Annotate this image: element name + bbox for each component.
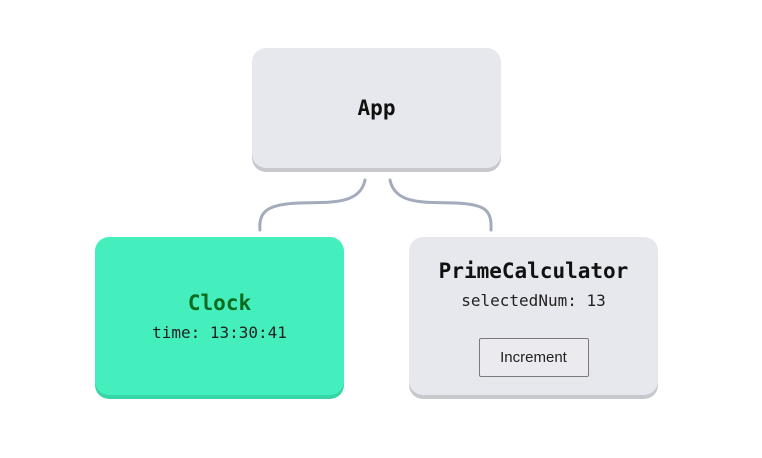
- app-node: App: [252, 48, 501, 168]
- clock-time-value: time: 13:30:41: [152, 322, 287, 342]
- clock-node-title: Clock: [187, 290, 252, 315]
- edge-app-clock: [258, 178, 367, 232]
- prime-calculator-title: PrimeCalculator: [438, 259, 629, 283]
- selected-num-value: selectedNum: 13: [461, 291, 606, 310]
- clock-node: Clock time: 13:30:41: [95, 237, 344, 395]
- increment-button[interactable]: Increment: [478, 338, 589, 377]
- edge-app-prime: [388, 178, 493, 232]
- prime-calculator-node: PrimeCalculator selectedNum: 13 Incremen…: [409, 237, 658, 395]
- app-node-title: App: [357, 96, 396, 120]
